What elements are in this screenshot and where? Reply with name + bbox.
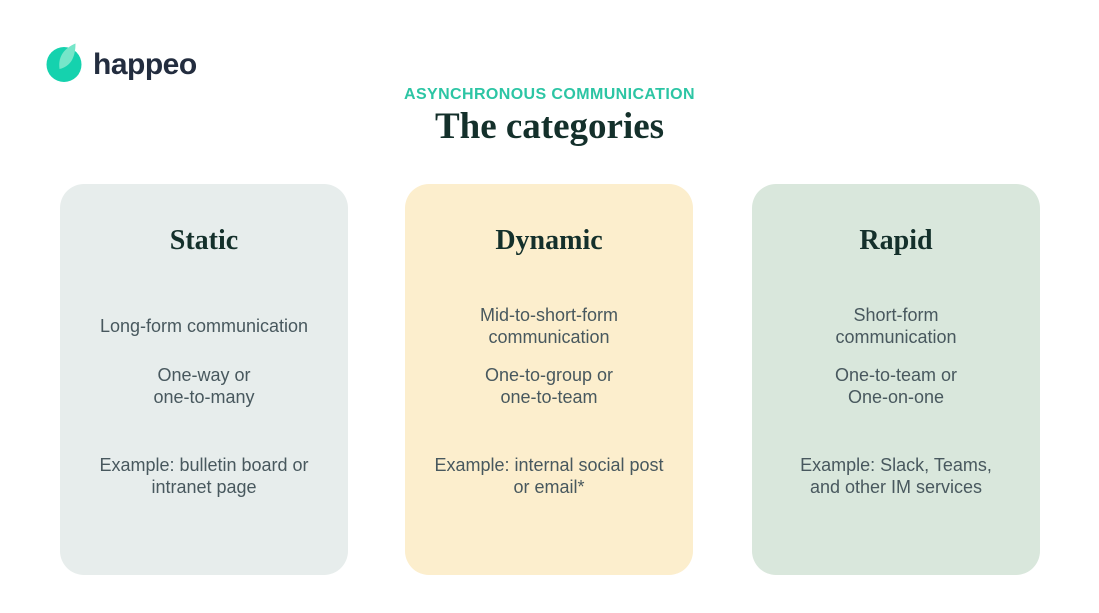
card-body-line: intranet page — [151, 477, 257, 497]
card-body-line: one-to-team — [500, 387, 598, 407]
card-static: Static Long-form communication One-way o… — [60, 184, 348, 575]
card-body-line: Example: bulletin board or — [99, 455, 309, 475]
card-body-line: Long-form communication — [99, 316, 309, 336]
happeo-logo: happeo — [46, 42, 197, 83]
card-dynamic: Dynamic Mid-to-short-form communication … — [405, 184, 693, 575]
card-body-line: One-to-team or — [834, 365, 958, 385]
happeo-leaf-icon — [46, 43, 82, 82]
card-rapid-paragraph-3: Example: Slack, Teams, and other IM serv… — [752, 446, 1040, 506]
card-dynamic-title: Dynamic — [495, 225, 603, 256]
card-dynamic-paragraph-2: One-to-group or one-to-team — [405, 358, 693, 414]
card-body-line: One-way or — [157, 365, 251, 385]
page-header: ASYNCHRONOUS COMMUNICATION The categorie… — [0, 86, 1099, 147]
card-body-line: one-to-many — [153, 387, 255, 407]
card-body-line: communication — [835, 327, 957, 347]
card-body-line: One-on-one — [847, 387, 945, 407]
card-static-paragraph-3: Example: bulletin board or intranet page — [60, 446, 348, 506]
card-static-paragraph-2: One-way or one-to-many — [60, 358, 348, 414]
card-body-line: and other IM services — [809, 477, 983, 497]
card-body-line: or email* — [513, 477, 585, 497]
card-dynamic-paragraph-3: Example: internal social post or email* — [405, 446, 693, 506]
card-rapid-paragraph-2: One-to-team or One-on-one — [752, 358, 1040, 414]
card-static-title: Static — [169, 225, 239, 256]
card-rapid-paragraph-1: Short-form communication — [752, 294, 1040, 358]
card-body-line: communication — [488, 327, 610, 347]
card-rapid-title: Rapid — [859, 225, 933, 256]
card-body-line: One-to-group or — [484, 365, 614, 385]
card-dynamic-paragraph-1: Mid-to-short-form communication — [405, 294, 693, 358]
card-body-line: Short-form — [853, 305, 939, 325]
card-rapid: Rapid Short-form communication One-to-te… — [752, 184, 1040, 575]
card-body-line: Example: internal social post — [434, 455, 664, 475]
card-body-line: Mid-to-short-form — [479, 305, 618, 325]
card-static-paragraph-1: Long-form communication — [60, 294, 348, 358]
card-body-line: Example: Slack, Teams, — [800, 455, 992, 475]
happeo-logo-text: happeo — [93, 47, 197, 81]
page-title: The categories — [434, 106, 665, 147]
eyebrow-label: ASYNCHRONOUS COMMUNICATION — [404, 86, 695, 103]
